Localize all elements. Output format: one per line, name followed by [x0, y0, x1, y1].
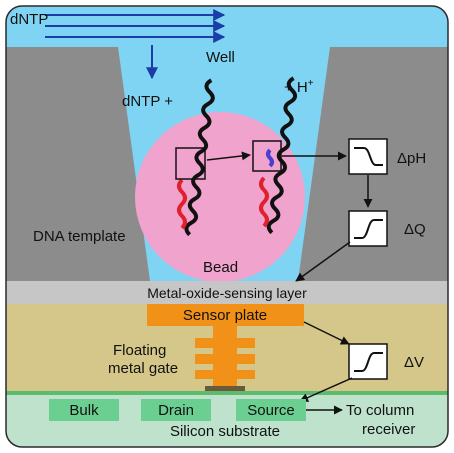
- dna-template-label: DNA template: [33, 228, 126, 245]
- left-wall: [6, 47, 150, 281]
- bulk-region: [49, 399, 119, 421]
- substrate-boundary: [6, 391, 448, 395]
- dna-strand-black-1: [184, 78, 215, 237]
- strand-zoom-box-2: [252, 140, 282, 172]
- floating-gate-label-2: metal gate: [108, 360, 178, 377]
- arrow-q-to-sensing-layer: [295, 241, 351, 282]
- ph-step-curve: [354, 147, 383, 166]
- frame: [5, 5, 449, 448]
- gate-bar-2: [195, 354, 255, 364]
- gate-oxide: [205, 386, 245, 391]
- dntp-plus-label: dNTP +: [122, 93, 173, 110]
- dntp-label: dNTP: [10, 11, 48, 28]
- incorporated-nucleotide: [266, 148, 274, 168]
- bulk-label: Bulk: [69, 402, 99, 419]
- drain-region: [141, 399, 211, 421]
- to-column-label-1: To column: [346, 402, 414, 419]
- arrow-box1-to-box2: [206, 151, 251, 161]
- q-step-curve: [354, 219, 383, 239]
- sensor-plate-label: Sensor plate: [183, 307, 267, 324]
- bead: [135, 112, 305, 282]
- metal-oxide-label: Metal-oxide-sensing layer: [147, 285, 307, 301]
- metal-oxide-sensing-layer: [6, 281, 448, 304]
- dna-strand-red-2: [259, 176, 269, 228]
- bead-label: Bead: [203, 259, 238, 276]
- delta-q-label: ΔQ: [404, 221, 426, 238]
- dna-strand-red-1: [177, 178, 187, 230]
- source-region: [236, 399, 306, 421]
- delta-v-label: ΔV: [404, 354, 424, 371]
- dna-strand-black-2: [266, 76, 298, 235]
- sensor-plate: [147, 304, 304, 326]
- silicon-substrate-label: Silicon substrate: [170, 423, 280, 440]
- delta-ph-label: ΔpH: [397, 150, 426, 167]
- gate-bar-1: [195, 338, 255, 348]
- ph-step-box: [348, 138, 388, 175]
- v-step-curve: [354, 352, 383, 372]
- arrow-plate-to-v: [303, 321, 350, 345]
- arrow-v-to-source: [299, 377, 353, 402]
- floating-gate-label-1: Floating: [113, 342, 166, 359]
- gate-bar-3: [195, 370, 255, 379]
- drain-label: Drain: [158, 402, 194, 419]
- source-label: Source: [247, 402, 295, 419]
- strand-zoom-box-1: [175, 147, 206, 180]
- to-column-label-2: receiver: [362, 421, 415, 438]
- well-label: Well: [206, 49, 235, 66]
